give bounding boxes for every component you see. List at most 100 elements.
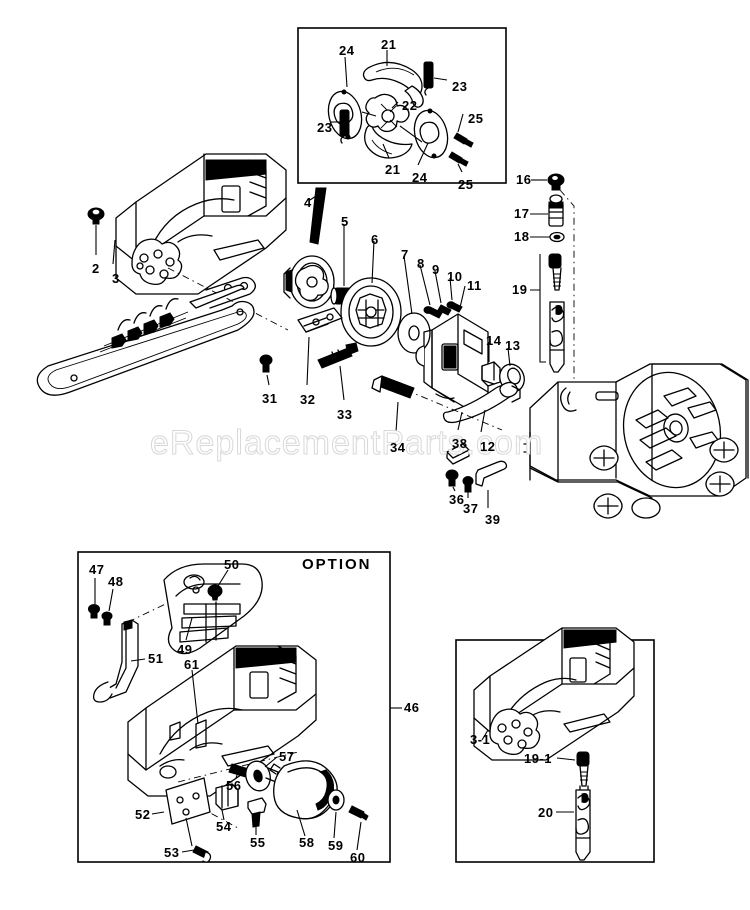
oil-line-12 [442,381,521,424]
fitting-17 [548,194,564,227]
engine-crankcase [523,363,749,519]
callout-22: 22 [402,98,418,113]
screw-25-b [448,151,469,167]
brake-band-58 [269,760,338,820]
callout-49: 49 [177,642,193,657]
washer-59 [327,789,345,811]
callout-24: 24 [339,43,355,58]
callout-14: 14 [486,333,502,348]
callout-3-1: 3-1 [470,732,491,747]
callout-39: 39 [485,512,501,527]
cam-57 [245,760,279,792]
bolt-2 [87,207,105,225]
callout-60: 60 [350,850,366,865]
callout-8: 8 [417,256,425,271]
screw-60 [348,805,369,821]
clutch-assembly-4 [283,255,335,309]
washer-7 [397,312,431,354]
option-panel-title: OPTION [302,556,372,573]
callout-25-b: 25 [458,177,474,192]
oil-line-20 [575,789,591,861]
option-panel-group [77,551,402,863]
small-fasteners-group [259,307,415,433]
callout-36: 36 [449,492,465,507]
callout-31: 31 [262,391,278,406]
spool-54 [215,783,239,811]
callout-52: 52 [135,807,151,822]
worm-gear-13 [499,363,525,393]
callout-11: 11 [467,278,482,293]
oil-line-19 [548,253,565,373]
callout-24-b: 24 [412,170,428,185]
screw-25-a [453,132,474,148]
pin-34 [371,375,415,399]
callout-5: 5 [341,214,349,229]
callout-50: 50 [224,557,240,572]
bolt-36 [445,469,459,487]
callout-61: 61 [184,657,200,672]
callout-21: 21 [381,37,397,52]
callout-20: 20 [538,805,554,820]
callout-57: 57 [279,749,295,764]
clutch-drum-stack [283,187,463,354]
callout-23-b: 23 [317,120,333,135]
callout-32: 32 [300,392,316,407]
callout-37: 37 [463,501,479,516]
callout-38: 38 [452,436,468,451]
rear-handle-housing [87,153,289,331]
lever-51 [92,619,139,703]
callout-56: 56 [226,778,242,793]
callout-25: 25 [468,111,484,126]
fasteners-36-37-39 [445,443,508,508]
bolt-48 [101,611,113,626]
saw-chain [99,298,189,353]
callout-46: 46 [404,700,420,715]
clutch-drum-6 [340,277,402,347]
callout-17: 17 [514,206,530,221]
spring-23-right [423,61,434,96]
callout-33: 33 [337,407,353,422]
oil-pump-body-11 [405,285,525,433]
callout-16: 16 [516,172,532,187]
screw-33 [317,342,359,369]
callout-2: 2 [92,261,100,276]
pin-8 [423,306,443,319]
bolt-31 [259,354,273,373]
clip-39 [475,460,508,487]
alt-grip-texture [489,708,541,756]
cooling-fins [635,387,719,471]
callout-55: 55 [250,835,266,850]
handle-body-61 [127,645,317,797]
sleeve-38 [446,443,470,465]
callout-19: 19 [512,282,528,297]
callout-18: 18 [514,229,530,244]
callout-6: 6 [371,232,379,247]
mount-bosses [589,437,739,519]
spacer-14 [481,361,501,387]
clutch-inset-group [297,27,507,184]
bolt-55 [247,797,267,828]
callout-48: 48 [108,574,124,589]
callout-12: 12 [480,439,496,454]
callout-58: 58 [299,835,315,850]
callout-47: 47 [89,562,105,577]
callout-54: 54 [216,819,232,834]
callout-7: 7 [401,247,409,262]
callout-3: 3 [112,271,120,286]
alt-handle-housing-3-1 [473,627,635,761]
cap-16 [547,173,565,191]
bolt-37 [462,476,474,493]
alternate-handle-panel-group [455,627,655,863]
callout-9: 9 [432,262,440,277]
spring-23-left [339,109,350,144]
callout-19-1: 19-1 [524,751,553,766]
handle-grip-texture [131,238,183,286]
callout-13: 13 [505,338,521,353]
screw-53 [192,845,212,863]
callout-34: 34 [390,440,406,455]
callout-51: 51 [148,651,164,666]
oring-18 [549,231,565,243]
side-cover-49 [163,563,263,655]
